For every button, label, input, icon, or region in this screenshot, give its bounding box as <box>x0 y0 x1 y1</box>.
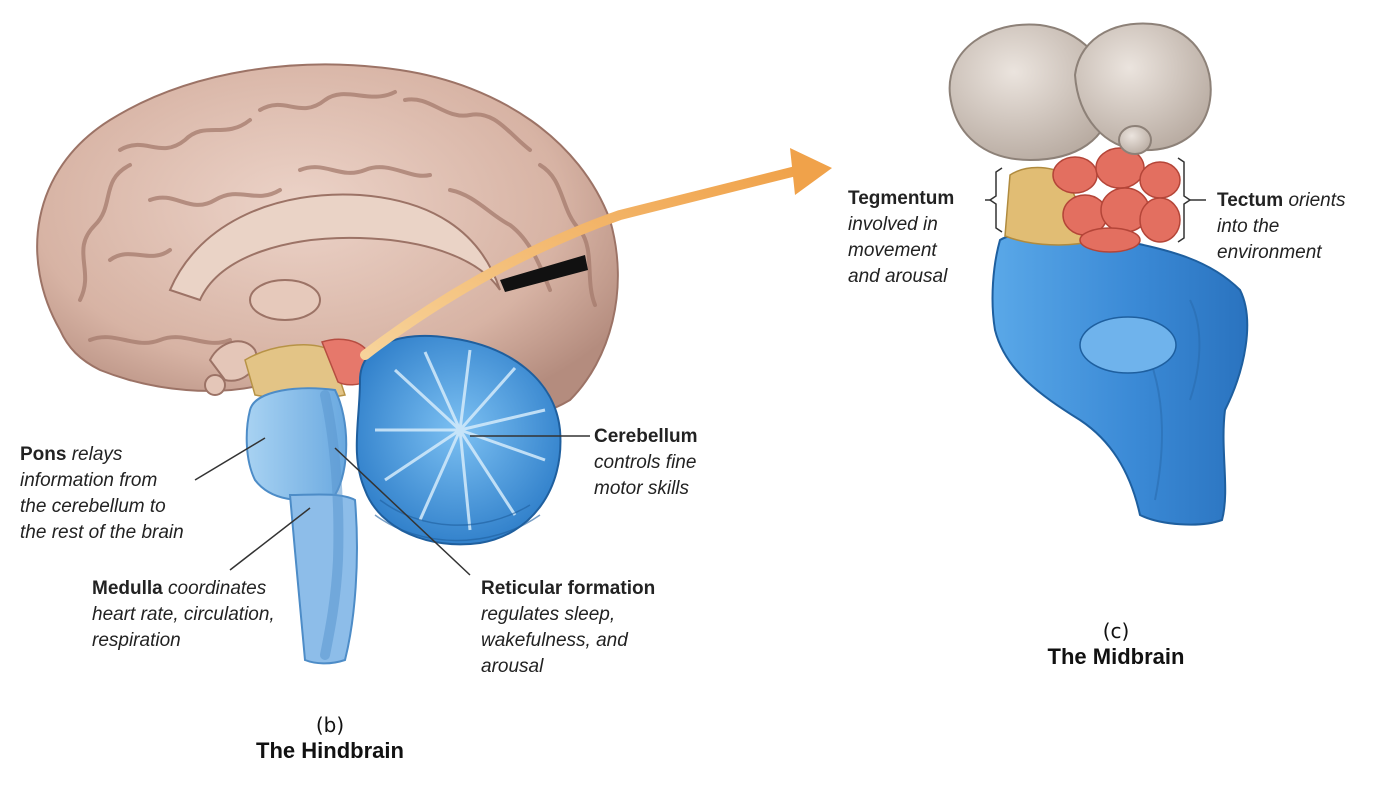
tegmentum-term: Tegmentum <box>848 188 955 209</box>
tectum-bracket <box>1177 157 1192 243</box>
pons-desc-line: information from <box>20 470 158 491</box>
pons-leader-line <box>194 437 266 481</box>
reticular-label: Reticular formation regulates sleep, wak… <box>481 576 721 680</box>
medulla-desc-line: heart rate, circulation, <box>92 604 275 625</box>
pons-desc-first: relays <box>71 444 123 465</box>
hindbrain-figure <box>36 63 619 665</box>
reticular-desc-line: wakefulness, and <box>481 630 628 651</box>
medulla-desc-first: coordinates <box>168 578 267 599</box>
reticular-desc-line: regulates sleep, <box>481 604 616 625</box>
cerebellum-desc-line: motor skills <box>594 478 690 499</box>
midbrain-tectum <box>1052 147 1181 253</box>
medulla-label: Medulla coordinates heart rate, circulat… <box>92 576 332 654</box>
tegmentum-label: Tegmentum involved in movement and arous… <box>848 186 988 290</box>
hindbrain-caption: (b) The Hindbrain <box>230 712 430 764</box>
tectum-label: Tectum orients into the environment <box>1217 188 1387 266</box>
tegmentum-desc-line: movement <box>848 240 937 261</box>
tegmentum-desc-line: and arousal <box>848 266 948 287</box>
hindbrain-caption-title: The Hindbrain <box>256 738 404 763</box>
midbrain-figure <box>948 22 1249 526</box>
corpus-callosum <box>168 193 501 302</box>
cerebellum-term: Cerebellum <box>594 426 698 447</box>
pons-label: Pons relays information from the cerebel… <box>20 442 240 546</box>
hindbrain-caption-letter: (b) <box>315 713 345 737</box>
reticular-leader-line <box>334 447 471 576</box>
tectum-term: Tectum <box>1217 190 1284 211</box>
midbrain-caption: (c) The Midbrain <box>1016 618 1216 670</box>
cerebellum-desc-line: controls fine <box>594 452 697 473</box>
pons-desc-line: the cerebellum to <box>20 496 166 517</box>
reticular-term: Reticular formation <box>481 578 656 599</box>
tectum-desc-first: orients <box>1288 190 1346 211</box>
medulla-leader-line <box>229 507 311 571</box>
midbrain-stem <box>991 230 1249 526</box>
medulla-desc-line: respiration <box>92 630 181 651</box>
pons-desc-line: the rest of the brain <box>20 522 184 543</box>
cerebral-cortex <box>36 63 619 420</box>
pons-term: Pons <box>20 444 67 465</box>
tegmentum-desc-line: involved in <box>848 214 938 235</box>
cerebellum-label: Cerebellum controls fine motor skills <box>594 424 774 502</box>
reticular-desc-line: arousal <box>481 656 544 677</box>
medulla-term: Medulla <box>92 578 163 599</box>
reticular-formation <box>320 390 344 660</box>
thalamus <box>249 279 321 321</box>
expand-arrow <box>360 148 832 360</box>
midbrain-caption-title: The Midbrain <box>1047 644 1185 669</box>
tectum-desc-line: into the <box>1217 216 1280 237</box>
midbrain-caption-letter: (c) <box>1102 619 1130 643</box>
tectum-desc-line: environment <box>1217 242 1322 263</box>
cerebellum <box>355 334 562 546</box>
midbrain-cap <box>948 22 1212 162</box>
tegmentum-bracket <box>988 167 1003 233</box>
